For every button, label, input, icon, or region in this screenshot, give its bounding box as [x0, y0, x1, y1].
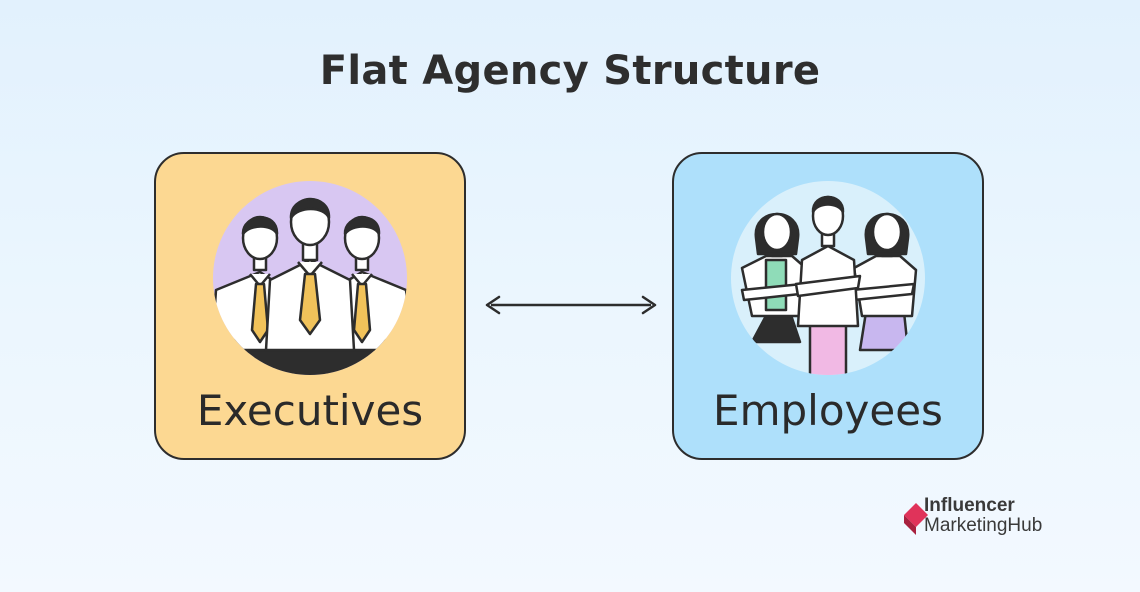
employees-label: Employees: [713, 386, 943, 435]
influencer-marketing-hub-logo: Influencer MarketingHub: [902, 495, 1082, 543]
executives-illustration-icon: [213, 181, 407, 375]
employees-node: Employees: [672, 152, 984, 460]
logo-line-2: MarketingHub: [924, 515, 1043, 536]
logo-line-1: Influencer: [924, 495, 1015, 516]
executives-node: Executives: [154, 152, 466, 460]
executives-label: Executives: [196, 386, 424, 435]
diagram-title: Flat Agency Structure: [319, 48, 821, 94]
logo-mark-icon: [904, 503, 928, 535]
employees-illustration-icon: [731, 181, 925, 375]
bidirectional-arrow-icon: [485, 295, 657, 315]
